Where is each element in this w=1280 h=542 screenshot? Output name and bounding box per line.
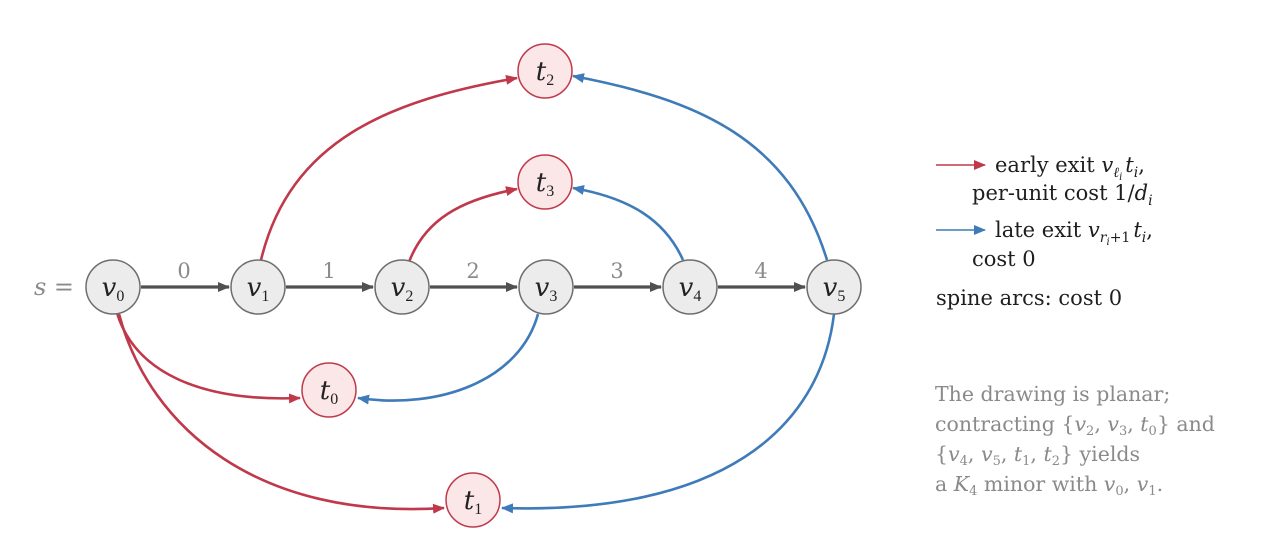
early-exit-v0-t0 [115,312,301,404]
spine-weight-4: 4 [754,259,767,283]
spine-nodes: v0 v1 v2 v3 v4 v5 [85,259,862,315]
early-exit-v0-t1 [117,313,445,514]
node-t2: t2 [517,43,573,99]
svg-text:v2: v2 [391,273,414,305]
svg-text:v5: v5 [823,273,846,305]
legend: early exit vℓiti, per-unit cost 1/di lat… [936,153,1153,310]
spine-weight-2: 2 [466,259,479,283]
early-exit-v1-t2 [259,74,518,261]
spine-weight-0: 0 [177,259,190,283]
node-t0: t0 [301,362,357,418]
node-t3: t3 [517,154,573,210]
note-line3: {v4, v5, t1, t2} yields [935,442,1140,469]
source-label: s = [34,273,74,301]
late-exit-v3-t0 [357,313,540,405]
svg-text:t1: t1 [464,486,482,518]
svg-text:v4: v4 [679,273,702,305]
svg-text:v3: v3 [535,273,558,305]
spine-arcs: 0 1 2 3 4 [141,259,806,292]
spine-weight-1: 1 [322,259,335,283]
late-exit-v5-t1 [501,313,836,514]
node-v1: v1 [230,259,286,315]
svg-text:v1: v1 [247,273,270,305]
node-v4: v4 [662,259,718,315]
planarity-note: The drawing is planar; contracting {v2, … [935,382,1215,499]
early-exit-v2-t3 [407,186,518,263]
legend-early-exit: early exit vℓiti, per-unit cost 1/di [936,153,1153,209]
spine-weight-3: 3 [610,259,623,283]
svg-text:t2: t2 [536,57,554,89]
late-exit-v5-t2 [572,73,829,261]
node-v3: v3 [518,259,574,315]
note-line4: a K4 minor with v0, v1. [935,472,1163,499]
note-line1: The drawing is planar; [935,382,1170,406]
svg-text:t0: t0 [320,376,338,408]
terminal-nodes: t0 t1 t2 t3 [301,43,573,528]
legend-spine-cost: spine arcs: cost 0 [936,286,1122,310]
svg-text:v0: v0 [102,273,125,305]
legend-early-line2: per-unit cost 1/di [972,181,1153,209]
late-exit-v4-t3 [572,184,685,261]
node-v0: v0 [85,259,141,315]
node-v5: v5 [806,259,862,315]
legend-early-line1: early exit vℓiti, [995,153,1145,183]
note-line2: contracting {v2, v3, t0} and [935,412,1215,439]
svg-text:t3: t3 [536,168,554,200]
exit-arcs [115,73,836,514]
node-t1: t1 [445,472,501,528]
node-v2: v2 [374,259,430,315]
legend-late-line2: cost 0 [972,247,1036,271]
